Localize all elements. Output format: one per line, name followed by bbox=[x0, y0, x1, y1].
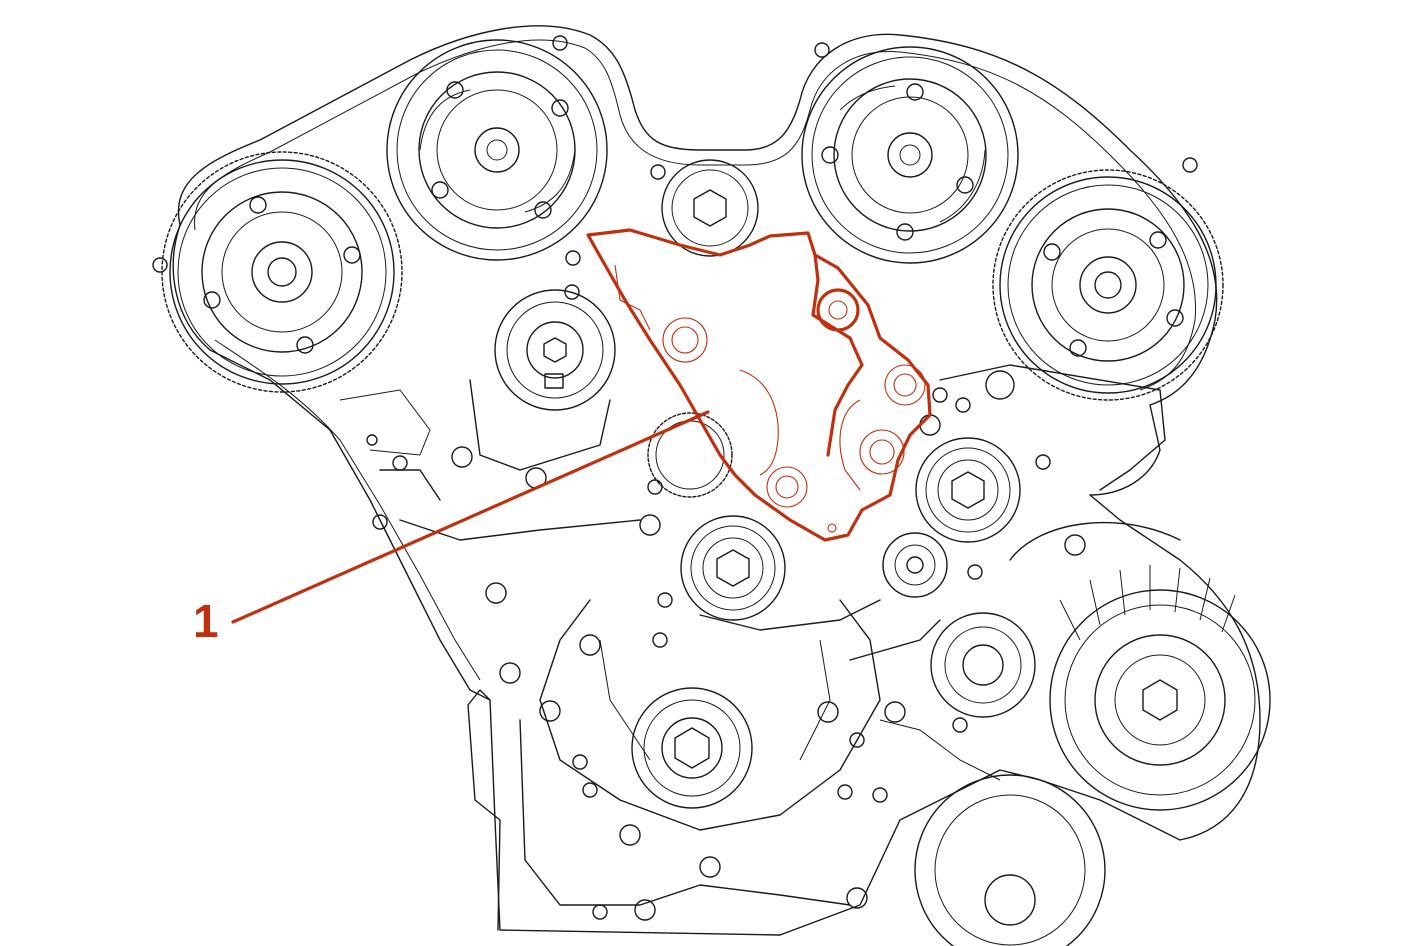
alternator-pulley bbox=[930, 612, 1036, 718]
idler-pulley-small bbox=[882, 532, 948, 598]
crankshaft-pulley bbox=[631, 687, 753, 809]
callout-label-1: 1 bbox=[193, 595, 219, 647]
belt-tensioner-left bbox=[469, 289, 616, 471]
engine-block-lines bbox=[339, 389, 1001, 931]
highlighted-bracket-outline bbox=[586, 228, 932, 542]
timing-cover-inner-outline bbox=[194, 39, 1197, 391]
toothed-pulley-right bbox=[992, 169, 1224, 401]
timing-cover-lower-edge bbox=[214, 339, 481, 681]
camshaft-pulley-right-upper bbox=[801, 46, 1019, 264]
idler-pulley-right bbox=[915, 364, 1166, 543]
callout-leader-line bbox=[231, 410, 710, 624]
highlighted-bracket bbox=[586, 228, 932, 542]
toothed-pulley-left bbox=[161, 151, 403, 393]
alternator bbox=[1009, 521, 1271, 811]
camshaft-pulley-left-upper bbox=[386, 39, 608, 261]
idler-pulley-center-lower bbox=[680, 515, 786, 621]
damper-pulley-bottom bbox=[914, 774, 1106, 946]
timing-cover-outline bbox=[172, 25, 1261, 936]
idler-pulley-top-center bbox=[564, 159, 759, 300]
bolts bbox=[152, 35, 1198, 921]
